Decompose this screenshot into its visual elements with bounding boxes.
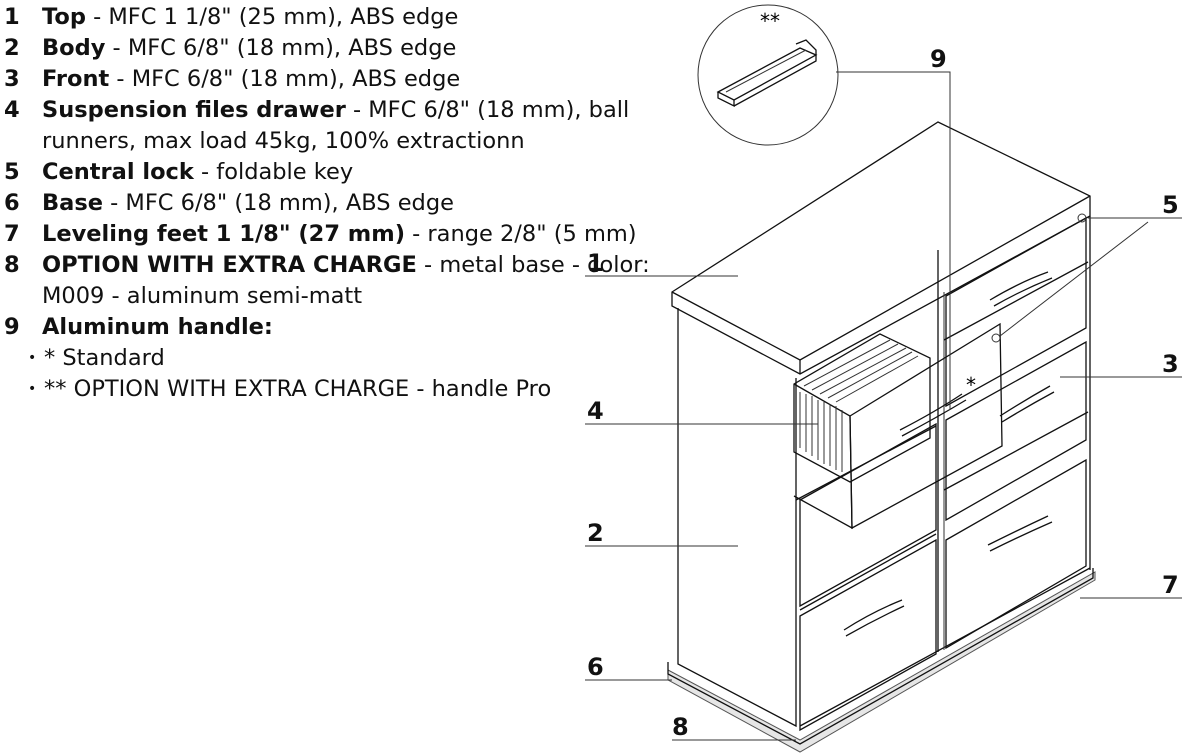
spec-item-front: 3 Front - MFC 6/8" (18 mm), ABS edge (4, 64, 654, 95)
callout-2: 2 (587, 519, 604, 547)
callout-5: 5 (1162, 191, 1179, 219)
lock-icon (991, 333, 1001, 343)
spec-name: Central lock (42, 159, 194, 185)
spec-item-base: 6 Base - MFC 6/8" (18 mm), ABS edge (4, 188, 654, 219)
spec-number: 9 (4, 314, 20, 340)
callout-3: 3 (1162, 350, 1179, 378)
spec-item-body: 2 Body - MFC 6/8" (18 mm), ABS edge (4, 33, 654, 64)
spec-description: - MFC 1 1/8" (25 mm), ABS edge (85, 4, 459, 30)
callout-1: 1 (587, 249, 604, 277)
standard-handles (843, 271, 1055, 637)
standard-mark: * (966, 373, 976, 397)
base-plinth (667, 568, 1094, 745)
callout-9: 9 (930, 45, 947, 73)
spec-number: 8 (4, 252, 20, 278)
bullet-icon: • (28, 381, 37, 397)
spec-description: - MFC 6/8" (18 mm), ABS edge (109, 66, 461, 92)
callout-6: 6 (587, 653, 604, 681)
spec-number: 4 (4, 97, 20, 123)
drawer-fronts (799, 216, 1087, 732)
hanging-files (799, 339, 919, 472)
spec-description: - foldable key (193, 159, 354, 185)
handle-pro-icon (716, 39, 818, 108)
spec-description: - range 2/8" (5 mm) (404, 221, 637, 247)
spec-number: 2 (4, 35, 20, 61)
spec-name: Aluminum handle: (42, 314, 273, 340)
spec-item-handle: 9 Aluminum handle: (4, 312, 654, 343)
handle-option-pro: • ** OPTION WITH EXTRA CHARGE - handle Pr… (4, 374, 654, 405)
handle-pro-detail: ** (697, 4, 839, 146)
spec-description: - MFC 6/8" (18 mm), ball runners, max lo… (42, 97, 630, 154)
spec-item-metal-base-option: 8 OPTION WITH EXTRA CHARGE - metal base -… (4, 250, 654, 312)
callout-7: 7 (1162, 571, 1179, 599)
spec-item-central-lock: 5 Central lock - foldable key (4, 157, 654, 188)
lock-icon (1077, 213, 1087, 223)
option-mark: ** (760, 9, 780, 33)
callout-8: 8 (672, 713, 689, 741)
spec-item-top: 1 Top - MFC 1 1/8" (25 mm), ABS edge (4, 2, 654, 33)
handle-option-text: * Standard (44, 345, 165, 371)
bullet-icon: • (28, 350, 37, 366)
specification-list: 1 Top - MFC 1 1/8" (25 mm), ABS edge 2 Bod… (4, 2, 654, 405)
metal-base (667, 571, 1096, 753)
spec-number: 5 (4, 159, 20, 185)
spec-name: Leveling feet 1 1/8" (27 mm) (42, 221, 405, 247)
spec-name: Top (42, 4, 86, 30)
spec-name: Front (42, 66, 110, 92)
spec-description: - metal base - color: M009 - aluminum se… (42, 252, 650, 309)
spec-number: 1 (4, 4, 20, 30)
suspension-files-drawer: * (793, 322, 1003, 530)
spec-item-suspension-drawer: 4 Suspension files drawer - MFC 6/8" (18 … (4, 95, 654, 157)
spec-number: 7 (4, 221, 20, 247)
spec-number: 3 (4, 66, 20, 92)
spec-name: Body (42, 35, 106, 61)
spec-name: Base (42, 190, 103, 216)
handle-option-text: ** OPTION WITH EXTRA CHARGE - handle Pro (44, 376, 552, 402)
spec-item-leveling-feet: 7 Leveling feet 1 1/8" (27 mm) - range 2/… (4, 219, 654, 250)
spec-number: 6 (4, 190, 20, 216)
spec-description: - MFC 6/8" (18 mm), ABS edge (105, 35, 457, 61)
handle-option-standard: • * Standard (4, 343, 654, 374)
spec-description: - MFC 6/8" (18 mm), ABS edge (103, 190, 454, 216)
spec-name: Suspension files drawer (42, 97, 346, 123)
cabinet-body (671, 121, 1091, 728)
callouts: 1 2 3 4 5 6 7 8 9 (585, 45, 1182, 741)
callout-4: 4 (587, 397, 604, 425)
spec-name: OPTION WITH EXTRA CHARGE (42, 252, 417, 278)
